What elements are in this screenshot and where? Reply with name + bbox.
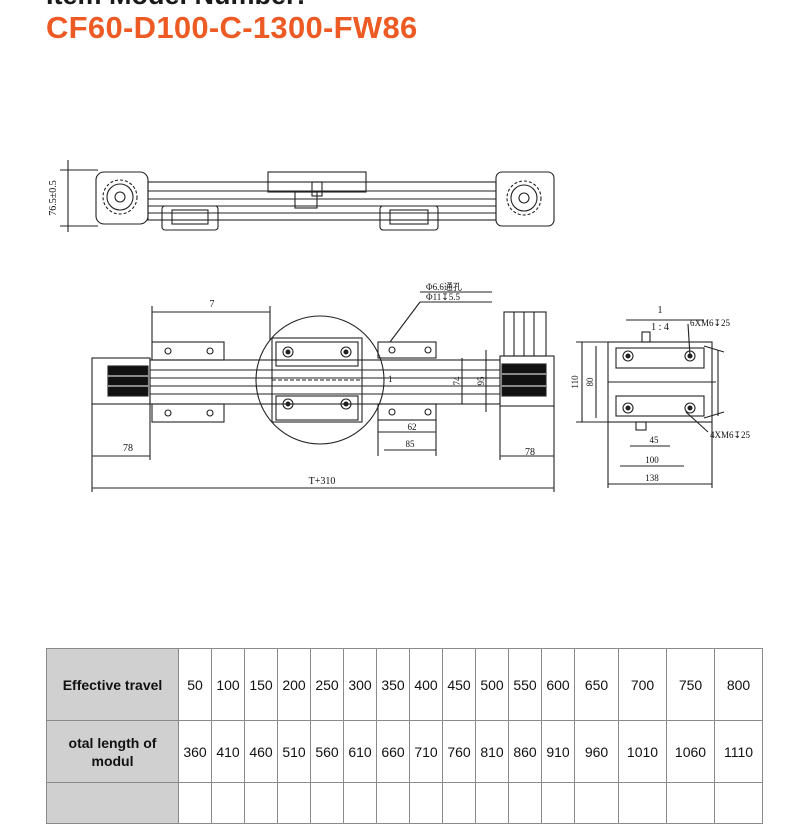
table-cell [666,782,715,824]
table-cell: 100 [211,648,245,721]
table-row: Effective travel 50 100 150 200 250 300 … [46,648,763,721]
table-cell: 710 [409,720,443,783]
dim-110-label: 110 [570,375,580,389]
hole-spec-2-label: Φ11↧5.5 [426,292,461,302]
table-cell [244,782,278,824]
technical-drawing: 76.5±0.5 [48,160,751,492]
table-cell [376,782,410,824]
side-view [576,319,725,488]
table-cell: 560 [310,720,344,783]
table-cell: 150 [244,648,278,721]
table-cell [618,782,667,824]
spec-table: Effective travel 50 100 150 200 250 300 … [46,648,763,824]
table-cell [714,782,763,824]
top-view-dim-label: 76.5±0.5 [48,180,59,216]
item-model-label: Item Model Number: [46,0,306,11]
table-cell [475,782,509,824]
table-cell [508,782,542,824]
table-cell: 610 [343,720,377,783]
table-cell [541,782,575,824]
table-cell: 250 [310,648,344,721]
table-cell: 660 [376,720,410,783]
table-cell: 460 [244,720,278,783]
table-cell: 550 [508,648,542,721]
table-cell: 750 [666,648,715,721]
table-cell: 410 [211,720,245,783]
table-cell: 1060 [666,720,715,783]
row-header-effective-travel: Effective travel [46,648,179,721]
dim-62-label: 62 [408,422,417,432]
scale-ratio-label: 1 : 4 [651,322,669,333]
scale-1-label: 1 [658,305,663,316]
table-cell: 300 [343,648,377,721]
table-cell: 860 [508,720,542,783]
table-cell: 960 [574,720,619,783]
dim-74-label: 74 [452,376,462,386]
table-cell: 200 [277,648,311,721]
table-cell: 600 [541,648,575,721]
table-cell: 350 [376,648,410,721]
table-cell: 1010 [618,720,667,783]
dim-85-label: 85 [406,439,416,449]
table-cell: 510 [277,720,311,783]
table-cell: 810 [475,720,509,783]
table-cell [310,782,344,824]
model-number: CF60-D100-C-1300-FW86 [46,10,418,45]
front-view [91,291,555,492]
table-cell [343,782,377,824]
dim-7-label: 7 [210,299,215,310]
table-cell [574,782,619,824]
table-cell: 800 [714,648,763,721]
table-cell: 700 [618,648,667,721]
table-cell: 760 [442,720,476,783]
table-cell [178,782,212,824]
table-cell: 910 [541,720,575,783]
table-cell [409,782,443,824]
table-cell: 500 [475,648,509,721]
row-header-total-length: otal length of modul [46,720,179,783]
dim-45-label: 45 [650,435,660,445]
thread-4-label: 4XM6↧25 [710,430,751,440]
row-header-empty [46,782,179,824]
table-cell [277,782,311,824]
table-cell: 1110 [714,720,763,783]
table-cell: 450 [442,648,476,721]
table-cell: 50 [178,648,212,721]
table-row: otal length of modul 360 410 460 510 560… [46,720,763,783]
table-cell [442,782,476,824]
top-view [60,160,555,232]
dim-100-label: 100 [645,455,659,465]
table-cell [211,782,245,824]
table-cell: 650 [574,648,619,721]
hole-spec-1-label: Φ6.6通孔 [426,282,462,292]
dim-95-label: 95 [476,376,486,386]
dim-1-label: 1 [388,374,393,384]
dim-78-left-label: 78 [123,443,133,454]
table-cell: 400 [409,648,443,721]
dim-80-label: 80 [585,377,595,387]
dim-138-label: 138 [645,473,659,483]
dim-78-right-label: 78 [525,447,535,458]
thread-6-label: 6XM6↧25 [690,318,731,328]
table-row [46,782,763,824]
table-cell: 360 [178,720,212,783]
dim-t310-label: T+310 [309,476,336,487]
